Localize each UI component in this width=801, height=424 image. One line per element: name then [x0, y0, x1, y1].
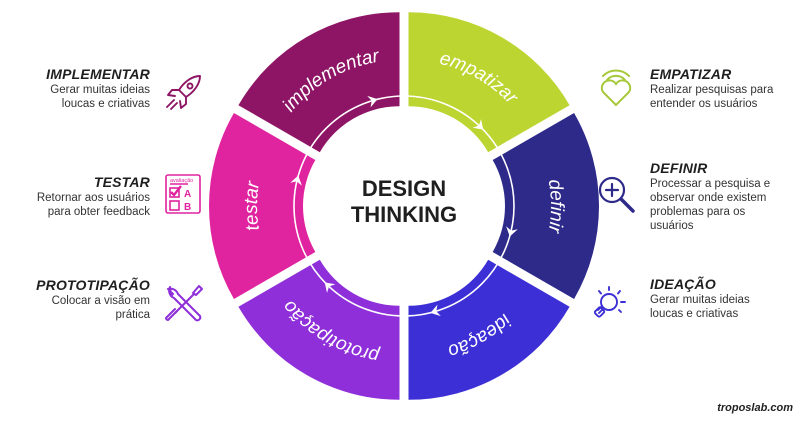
rocket-icon [166, 75, 201, 110]
step-title: PROTOTIPAÇÃO [36, 277, 150, 293]
step-testar: TESTAR Retornar aos usuários para obter … [0, 174, 150, 219]
step-ideacao: IDEAÇÃO Gerar muitas ideias loucas e cri… [650, 276, 801, 321]
step-desc: Processar a pesquisa e observar onde exi… [650, 178, 771, 232]
step-desc: Gerar muitas ideias loucas e criativas [650, 294, 750, 320]
credit-text: troposlab.com [717, 402, 793, 414]
center-title-line1: DESIGN [362, 176, 446, 201]
wheel-segment-3: prototipação [238, 259, 400, 400]
segment-shape [238, 12, 400, 153]
step-definir: DEFINIR Processar a pesquisa e observar … [650, 160, 801, 233]
center-title-line2: THINKING [351, 202, 457, 227]
step-title: DEFINIR [650, 160, 708, 176]
lightbulb-icon [594, 286, 626, 318]
step-desc: Realizar pesquisas para entender os usuá… [650, 84, 774, 110]
wheel-segment-5: implementar [238, 12, 400, 153]
step-title: IMPLEMENTAR [46, 66, 150, 82]
wheel-segment-2: ideação [408, 259, 570, 400]
segment-shape [408, 12, 570, 153]
cycle-arrow [367, 95, 378, 108]
segment-label: testar [241, 179, 264, 232]
test-sheet-option-b: B [184, 202, 191, 213]
step-desc: Gerar muitas ideias loucas e criativas [50, 84, 150, 110]
cycle-arrow [290, 175, 302, 186]
segment-shape [408, 259, 570, 400]
wheel-segment-0: empatizar [408, 12, 570, 153]
cycle-arrow [430, 304, 441, 317]
wheel-segment-1: definir [492, 113, 600, 299]
heart-signal-icon [600, 69, 632, 107]
step-desc: Retornar aos usuários para obter feedbac… [36, 192, 150, 218]
segment-shape [492, 113, 600, 299]
step-title: IDEAÇÃO [650, 276, 716, 292]
cycle-arrow [472, 119, 484, 130]
segment-shape [209, 113, 316, 299]
step-title: TESTAR [93, 174, 150, 190]
step-implementar: IMPLEMENTAR Gerar muitas ideias loucas e… [0, 66, 150, 111]
magnifier-plus-icon [598, 176, 635, 213]
cycle-arrow [506, 226, 518, 237]
step-prototipacao: PROTOTIPAÇÃO Colocar a visão em prática [0, 277, 150, 322]
segment-label: definir [544, 178, 567, 235]
cycle-arrow [324, 282, 336, 293]
step-desc: Colocar a visão em prática [51, 295, 150, 321]
center-disc [312, 114, 496, 298]
test-sheet-icon: avaliação A B [165, 174, 201, 214]
segment-shape [238, 259, 400, 400]
test-sheet-option-a: A [184, 189, 191, 200]
wrench-screwdriver-icon [165, 285, 203, 322]
step-empatizar: EMPATIZAR Realizar pesquisas para entend… [650, 66, 801, 111]
wheel-segment-4: testar [209, 113, 316, 299]
inner-cycle-ring [293, 95, 515, 317]
step-title: EMPATIZAR [650, 66, 732, 82]
test-sheet-header: avaliação [170, 178, 193, 184]
